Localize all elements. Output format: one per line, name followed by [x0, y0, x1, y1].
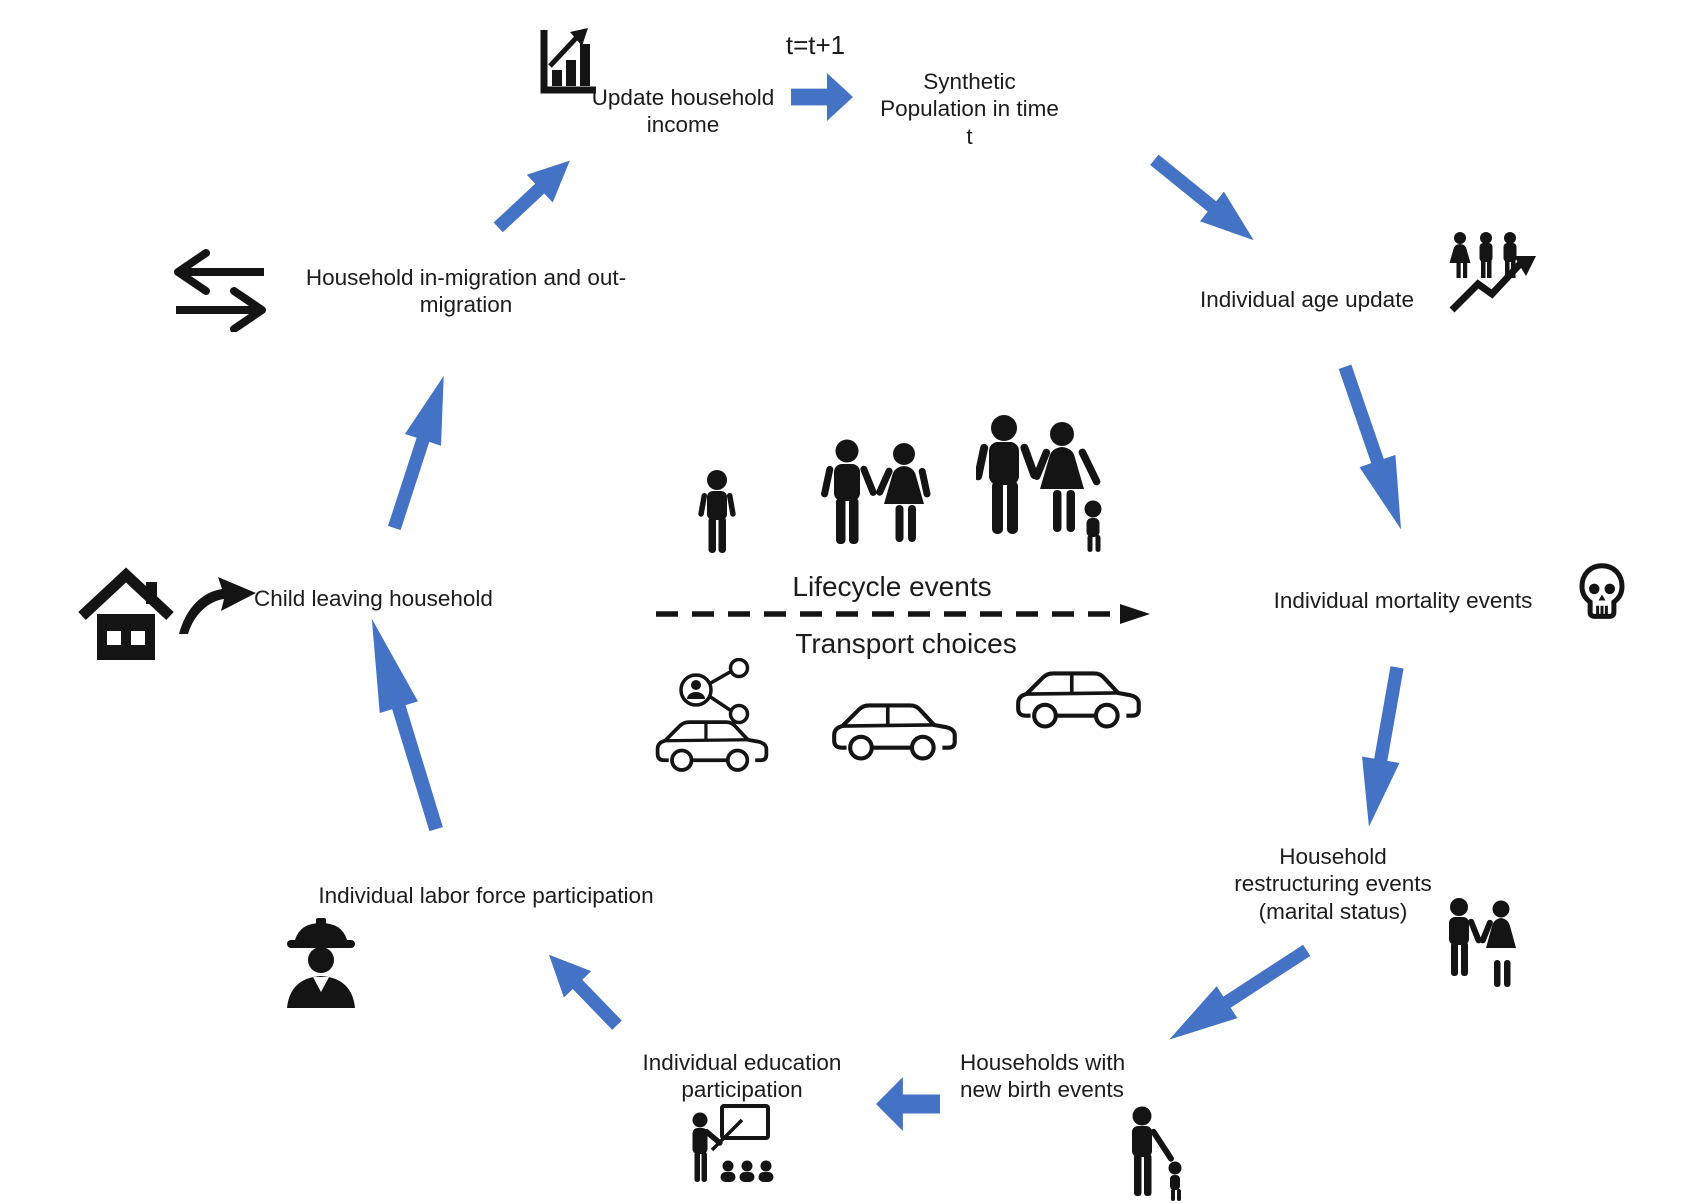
carshare-car-icon — [650, 657, 778, 780]
construction-worker-icon — [281, 916, 361, 1008]
child-figure-icon — [694, 469, 740, 559]
cycle-arrow-migration-to-income — [485, 147, 583, 242]
curved-arrow-icon — [176, 574, 260, 636]
family-figure-icon — [974, 414, 1108, 570]
cycle-arrow-childleaving-to-migration — [376, 370, 462, 534]
couple-icon — [1439, 897, 1523, 989]
house-icon — [76, 562, 176, 664]
education-label: Individual education participation — [642, 1050, 842, 1103]
cycle-arrow-population-to-age — [1142, 145, 1265, 255]
migration-label: Household in-migration and out- migratio… — [305, 265, 627, 318]
restructuring-label: Household restructuring events (marital … — [1234, 844, 1432, 924]
cycle-arrow-mortality-to-restructuring — [1350, 664, 1416, 830]
couple-figure-icon — [821, 438, 933, 560]
synthetic-population-label: Synthetic Population in time t — [880, 69, 1059, 149]
cycle-arrow-birth-to-education — [876, 1077, 940, 1131]
age-update-label: Individual age update — [1200, 287, 1414, 312]
lifecycle-events-label: Lifecycle events — [792, 571, 992, 602]
cycle-arrow-restructuring-to-birth — [1159, 934, 1317, 1055]
people-growth-icon — [1448, 230, 1538, 314]
bar-chart-growth-icon — [536, 26, 600, 96]
time-step-label: t=t+1 — [785, 30, 846, 60]
car-icon — [828, 692, 962, 774]
cycle-arrow-age-to-mortality — [1327, 360, 1419, 535]
mortality-label: Individual mortality events — [1273, 588, 1533, 613]
parent-child-icon — [1116, 1106, 1192, 1202]
skull-icon — [1577, 562, 1627, 632]
child-leaving-label: Child leaving household — [254, 586, 493, 611]
cycle-arrow-education-to-labor — [535, 942, 630, 1039]
car-icon — [1012, 660, 1146, 742]
two-way-arrows-icon — [168, 248, 272, 333]
new-birth-label: Households with new birth events — [960, 1050, 1126, 1103]
update-income-label: Update household income — [591, 85, 775, 138]
dashed-arrow-icon — [652, 600, 1156, 628]
transport-choices-label: Transport choices — [795, 628, 1017, 659]
labor-label: Individual labor force participation — [318, 883, 654, 908]
teacher-whiteboard-icon — [686, 1100, 774, 1188]
cycle-arrow-labor-to-childleaving — [353, 613, 456, 835]
t-step-arrow-icon — [791, 73, 853, 121]
